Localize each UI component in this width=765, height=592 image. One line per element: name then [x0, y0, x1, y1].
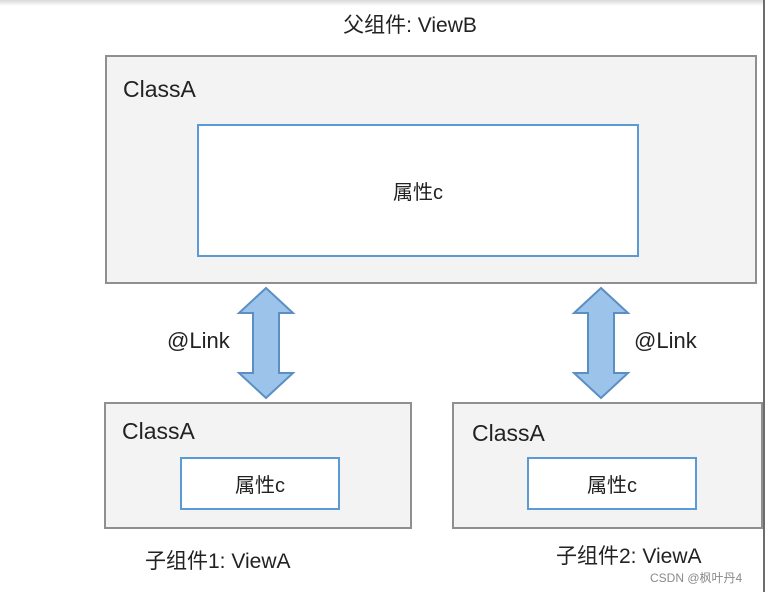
top-edge-strip — [0, 0, 765, 6]
link-label-right: @Link — [634, 328, 697, 353]
parent-component-title: 父组件: ViewB — [343, 14, 477, 37]
child1-property-box: 属性c — [180, 457, 340, 510]
child1-class-label: ClassA — [122, 418, 195, 444]
parent-property-box: 属性c — [197, 124, 639, 257]
link-arrow-left — [236, 286, 296, 400]
right-edge-line — [763, 0, 765, 592]
child2-property-label: 属性c — [587, 475, 637, 497]
child2-property-box: 属性c — [527, 457, 697, 510]
parent-property-label: 属性c — [393, 182, 443, 204]
link-label-left: @Link — [167, 328, 230, 353]
link-arrow-right — [571, 286, 631, 400]
csdn-watermark: CSDN @枫叶丹4 — [650, 571, 743, 585]
child1-property-label: 属性c — [235, 475, 285, 497]
child2-component-title: 子组件2: ViewA — [556, 545, 702, 568]
child2-class-label: ClassA — [472, 420, 545, 446]
child1-component-title: 子组件1: ViewA — [145, 550, 291, 573]
parent-class-label: ClassA — [123, 76, 196, 102]
